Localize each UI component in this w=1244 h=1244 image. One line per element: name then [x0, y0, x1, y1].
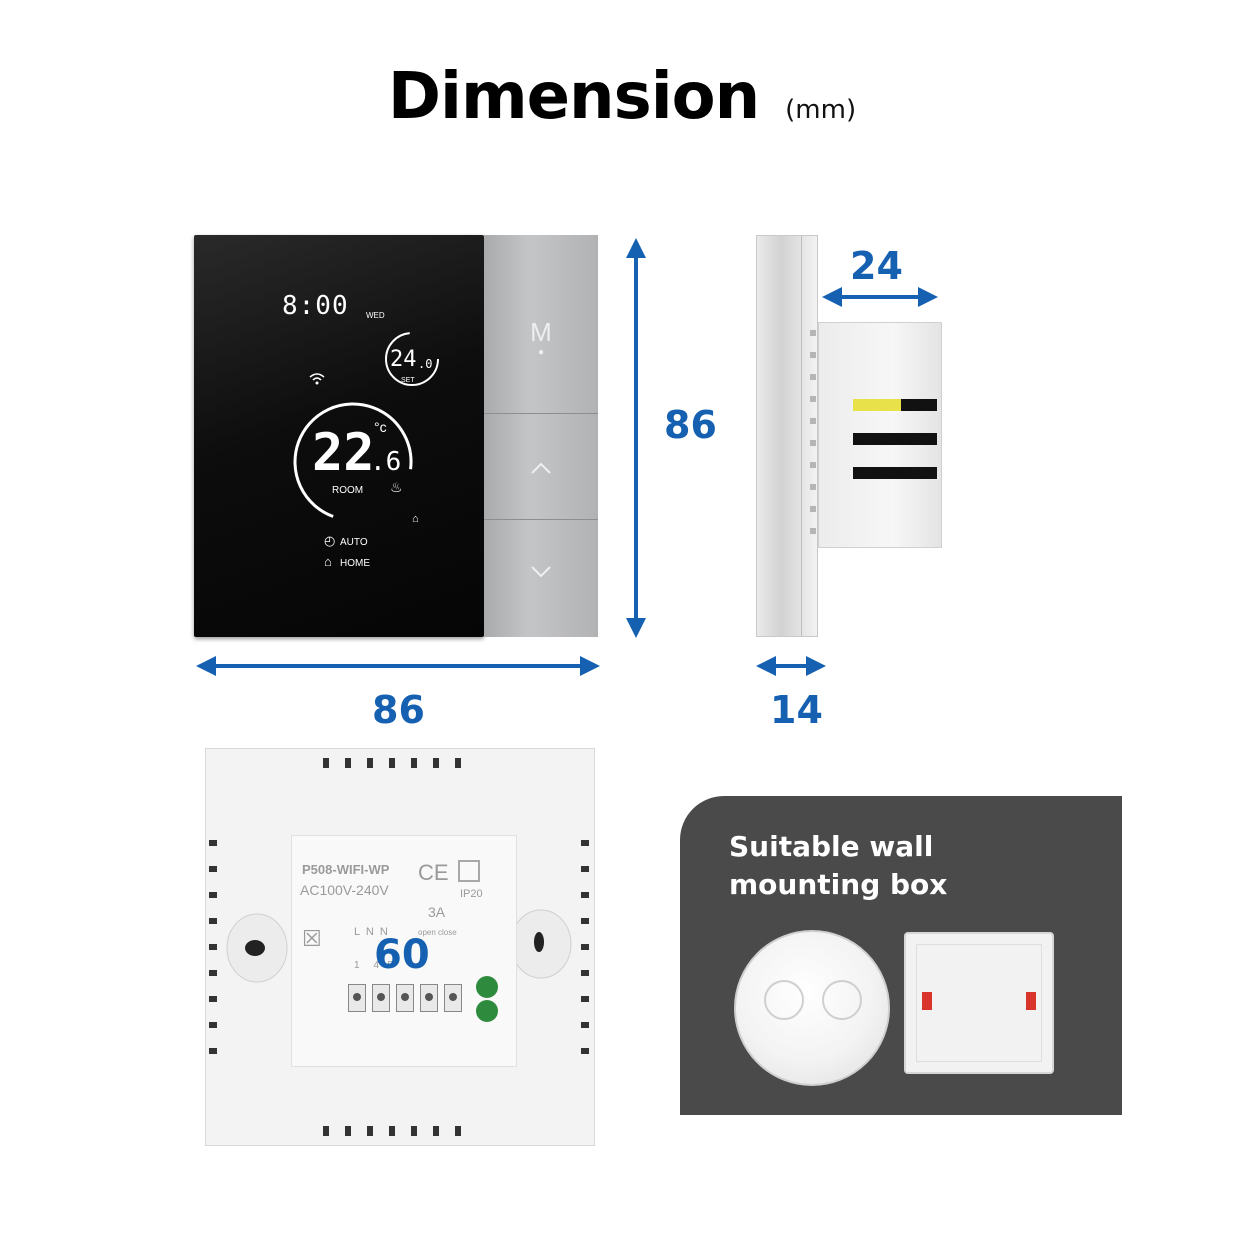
mode-button[interactable]: M — [530, 317, 552, 347]
button-divider — [484, 519, 598, 520]
mounting-box-caption: Suitable wall mounting box — [729, 828, 947, 904]
weee-icon: ☒ — [302, 926, 322, 951]
terminal-screw — [444, 984, 462, 1012]
terminal-numbers: 1 4 5 — [354, 960, 393, 971]
up-button[interactable] — [530, 461, 552, 475]
knockout-hole — [764, 980, 804, 1020]
title-unit: (mm) — [785, 95, 857, 125]
caption-line-2: mounting box — [729, 868, 948, 901]
side-view-box — [818, 322, 942, 548]
red-clip — [1026, 992, 1036, 1010]
terminal-screw — [372, 984, 390, 1012]
back-diagonal-label: 60 — [374, 932, 430, 978]
vent-slot — [853, 433, 937, 445]
clock-display: 8:00 — [282, 291, 349, 321]
set-temp-dec: .0 — [418, 357, 433, 371]
round-mounting-box — [734, 930, 890, 1086]
room-temp-dec: .6 — [370, 447, 402, 477]
inner-wall — [916, 944, 1042, 1062]
home-icon: ⌂ — [324, 554, 332, 569]
ip-rating-label: IP20 — [460, 888, 483, 900]
terminal-screw — [396, 984, 414, 1012]
mode-dot-icon: ● — [537, 347, 545, 358]
set-label: SET — [401, 377, 415, 384]
current-label: 3A — [428, 904, 446, 920]
button-strip: M ● — [484, 235, 598, 637]
terminal-screw — [420, 984, 438, 1012]
voltage-label: AC100V-240V — [300, 882, 389, 898]
thermostat-glass-panel: 8:00 WED 24 .0 SET 22 .6 °c ROOM ♨ ⌂ ◴ A… — [194, 235, 484, 637]
mode-auto-label: AUTO — [340, 537, 368, 548]
depth-box-label: 24 — [850, 244, 903, 288]
terminal-letters: L N N — [354, 926, 388, 938]
wifi-icon — [309, 373, 325, 385]
set-temp-ring — [385, 332, 439, 386]
set-temp-int: 24 — [390, 347, 417, 372]
mode-home-label: HOME — [340, 558, 370, 569]
home-schedule-icon: ⌂ — [412, 513, 419, 525]
square-mounting-box — [904, 932, 1054, 1074]
title-text: Dimension — [387, 60, 760, 134]
green-screw — [476, 1000, 498, 1022]
down-button[interactable] — [530, 565, 552, 579]
side-edge-line — [801, 236, 802, 636]
room-temp-ring — [293, 402, 413, 522]
open-close-label: open close — [418, 928, 457, 937]
page-title: Dimension (mm) — [0, 60, 1244, 134]
back-plate-vents — [209, 758, 589, 1136]
room-temp-unit: °c — [374, 419, 387, 435]
clock-icon: ◴ — [324, 533, 336, 548]
caption-line-1: Suitable wall — [729, 830, 934, 863]
vent-connector — [853, 399, 901, 411]
back-terminal-module: P508-WIFI-WP AC100V-240V CE IP20 3A ☒ L … — [291, 835, 517, 1067]
knockout-hole — [822, 980, 862, 1020]
terminal-screw — [348, 984, 366, 1012]
flame-icon: ♨ — [390, 479, 403, 495]
ce-mark: CE — [418, 860, 449, 885]
front-width-label: 86 — [372, 688, 425, 732]
model-label: P508-WIFI-WP — [302, 862, 390, 877]
front-height-label: 86 — [664, 403, 717, 447]
green-screw — [476, 976, 498, 998]
room-temp-int: 22 — [312, 423, 375, 483]
side-view-plate — [756, 235, 818, 637]
weekday-display: WED — [366, 311, 385, 320]
depth-plate-label: 14 — [770, 688, 823, 732]
button-divider — [484, 413, 598, 414]
side-plate-ribs — [810, 330, 816, 534]
room-label: ROOM — [332, 485, 364, 496]
vent-slot — [853, 467, 937, 479]
double-insulation-icon — [458, 860, 480, 882]
red-clip — [922, 992, 932, 1010]
